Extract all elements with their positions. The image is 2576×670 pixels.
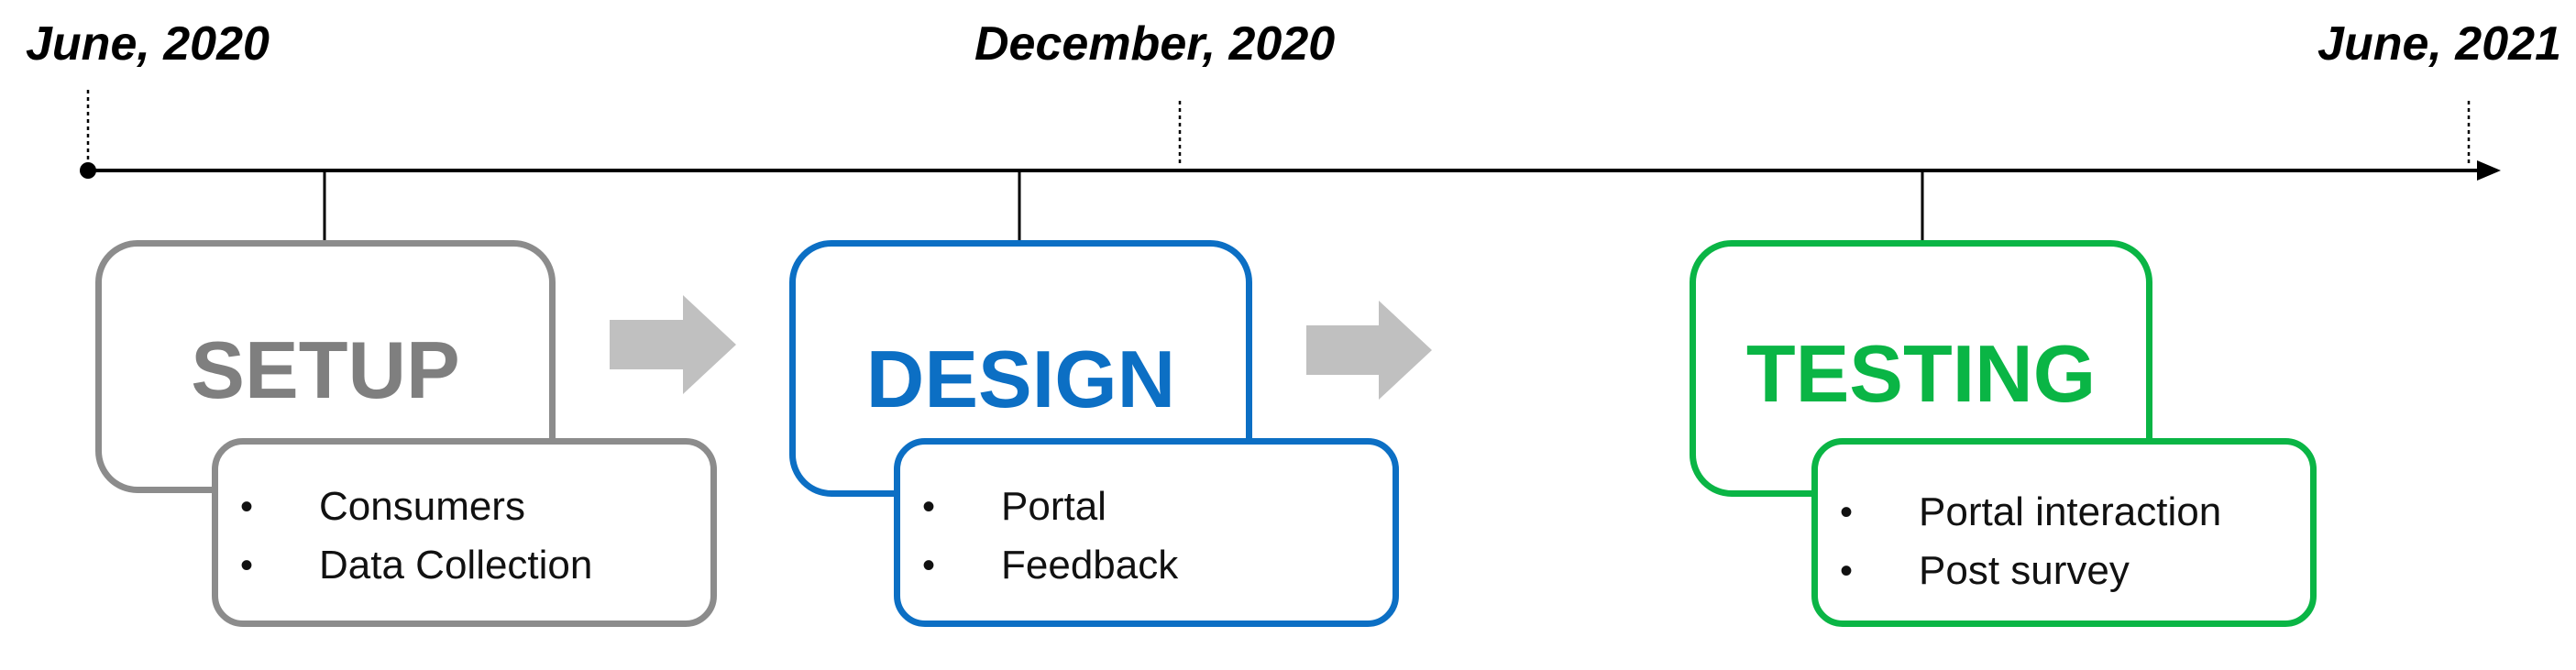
list-item-data-collection: Data Collection bbox=[218, 536, 710, 595]
timeline-arrowhead bbox=[2477, 160, 2501, 181]
list-item-post-survey: Post survey bbox=[1818, 542, 2310, 600]
phase-title-setup: SETUP bbox=[191, 324, 460, 415]
list-item-portal: Portal bbox=[900, 478, 1393, 536]
list-item-consumers: Consumers bbox=[218, 478, 710, 536]
list-item-feedback: Feedback bbox=[900, 536, 1393, 595]
flow-arrow-2 bbox=[1306, 301, 1432, 400]
date-label-june-2021: June, 2021 bbox=[2317, 17, 2561, 71]
list-item-portal-interaction: Portal interaction bbox=[1818, 483, 2310, 542]
detail-box-design: Portal Feedback bbox=[894, 438, 1399, 627]
phase-title-testing: TESTING bbox=[1745, 328, 2097, 419]
date-label-june-2020: June, 2020 bbox=[26, 17, 270, 71]
date-label-december-2020: December, 2020 bbox=[974, 17, 1336, 71]
flow-arrow-1 bbox=[610, 295, 736, 394]
phase-title-design: DESIGN bbox=[865, 334, 1176, 424]
detail-box-testing: Portal interaction Post survey bbox=[1811, 438, 2317, 627]
timeline-start-dot bbox=[80, 162, 96, 179]
detail-box-setup: Consumers Data Collection bbox=[212, 438, 717, 627]
